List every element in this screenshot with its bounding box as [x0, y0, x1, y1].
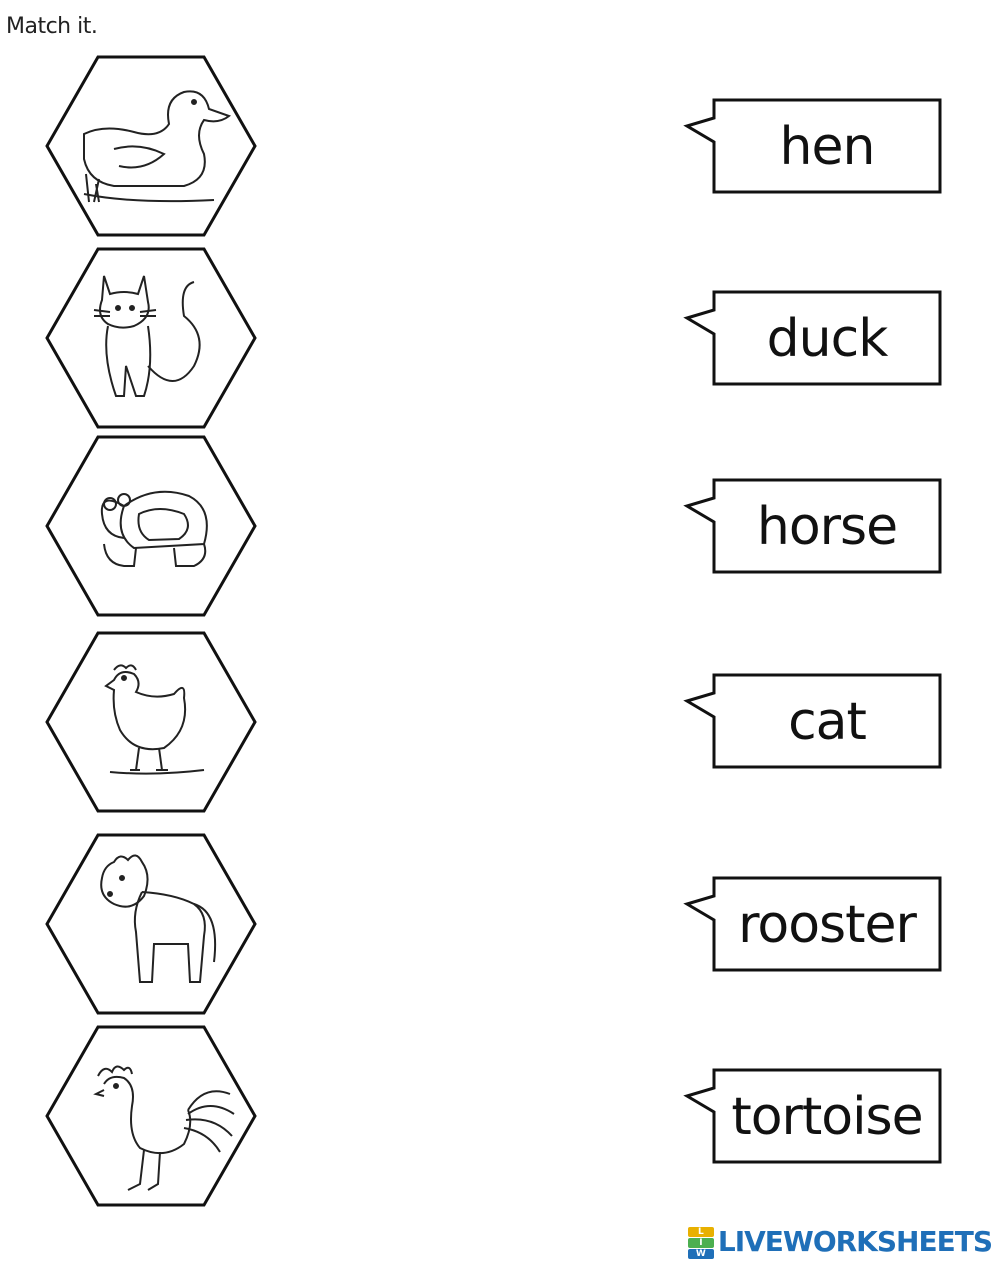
word-label-5[interactable]: rooster — [683, 876, 944, 974]
word-text: horse — [756, 497, 898, 557]
logo-icon: L I W — [687, 1226, 714, 1259]
word-text: rooster — [738, 895, 917, 955]
picture-hen[interactable] — [44, 630, 258, 814]
rooster-icon — [93, 1065, 235, 1191]
word-label-3[interactable]: horse — [683, 478, 944, 576]
tag-frame — [683, 290, 942, 386]
brand-name: LIVEWORKSHEETS — [717, 1225, 993, 1258]
tortoise-icon — [100, 490, 208, 567]
word-label-2[interactable]: duck — [683, 290, 944, 388]
hen-icon — [104, 664, 205, 775]
tag-frame — [683, 1068, 942, 1164]
word-text: duck — [766, 309, 889, 369]
cat-icon — [93, 275, 201, 397]
word-label-1[interactable]: hen — [683, 98, 944, 196]
horse-icon — [100, 854, 217, 983]
word-text: hen — [779, 117, 876, 177]
word-label-4[interactable]: cat — [683, 673, 944, 771]
picture-horse[interactable] — [44, 832, 258, 1016]
duck-icon — [83, 90, 232, 203]
picture-tortoise[interactable] — [44, 434, 258, 618]
logo-letter: L — [687, 1226, 714, 1237]
picture-cat[interactable] — [44, 246, 258, 430]
tag-frame — [683, 98, 942, 194]
instruction-text: Match it. — [6, 14, 98, 39]
word-text: tortoise — [731, 1087, 923, 1147]
picture-rooster[interactable] — [44, 1024, 258, 1208]
tag-frame — [683, 876, 942, 972]
logo-letter: I — [687, 1237, 714, 1248]
tag-frame — [683, 673, 942, 769]
word-label-6[interactable]: tortoise — [683, 1068, 944, 1166]
word-text: cat — [788, 692, 867, 752]
logo-letter: W — [687, 1248, 714, 1259]
tag-frame — [683, 478, 942, 574]
picture-duck[interactable] — [44, 54, 258, 238]
liveworksheets-logo: L I W LIVEWORKSHEETS — [687, 1225, 993, 1259]
